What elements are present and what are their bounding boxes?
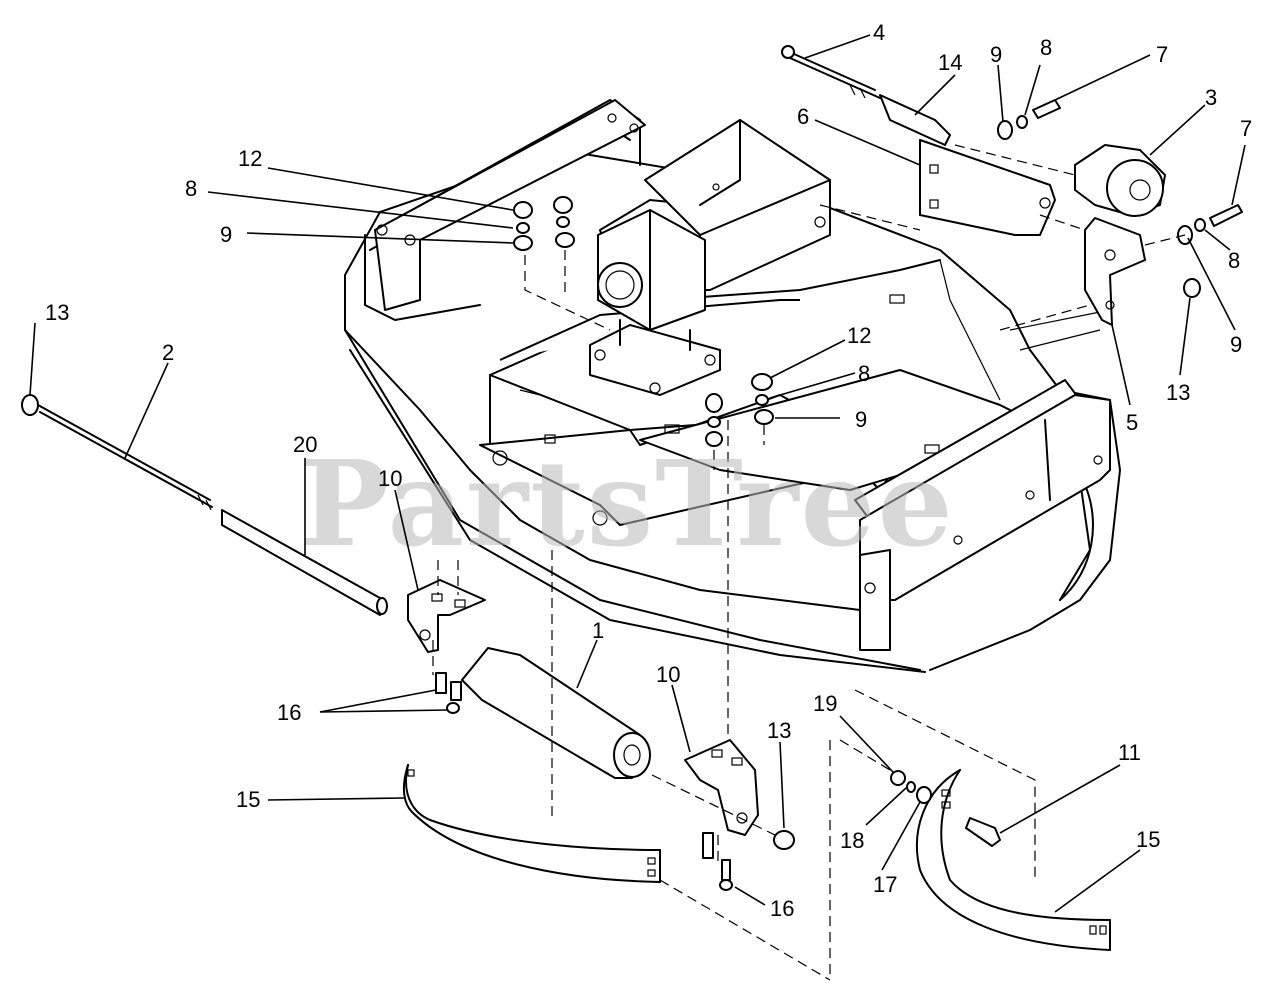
callout-16: 16	[770, 896, 794, 921]
callout-8: 8	[1228, 248, 1240, 273]
deck-hardware	[513, 196, 774, 470]
callout-13: 13	[767, 718, 791, 743]
callout-13: 13	[1166, 380, 1190, 405]
callout-6: 6	[797, 104, 809, 129]
callout-5: 5	[1126, 410, 1138, 435]
callout-15: 15	[1136, 827, 1160, 852]
callout-9: 9	[855, 407, 867, 432]
callout-8: 8	[185, 176, 197, 201]
callout-20: 20	[293, 432, 317, 457]
gearbox	[589, 119, 831, 396]
callout-1: 1	[592, 618, 604, 643]
callout-12: 12	[847, 323, 871, 348]
callout-7: 7	[1240, 116, 1252, 141]
callout-7: 7	[1156, 42, 1168, 67]
callout-4: 4	[873, 20, 885, 45]
front-roller-assembly	[407, 420, 795, 891]
callout-11: 11	[1118, 740, 1141, 765]
callout-9: 9	[990, 42, 1002, 67]
rear-rod-assembly	[21, 394, 388, 616]
callout-16: 16	[277, 700, 301, 725]
callout-10: 10	[656, 662, 680, 687]
rear-roller-assembly	[781, 45, 1243, 331]
callout-10: 10	[378, 466, 402, 491]
callout-8: 8	[858, 361, 870, 386]
callout-19: 19	[813, 691, 837, 716]
callout-3: 3	[1205, 85, 1217, 110]
leader-lines	[29, 34, 1246, 913]
callout-9: 9	[1230, 332, 1242, 357]
callout-15: 15	[236, 787, 260, 812]
strap-right	[839, 689, 1111, 951]
callout-14: 14	[938, 50, 962, 75]
callout-8: 8	[1040, 35, 1052, 60]
callout-9: 9	[220, 222, 232, 247]
callout-17: 17	[873, 872, 897, 897]
callout-18: 18	[840, 828, 864, 853]
front-bumper	[854, 379, 1111, 651]
callouts: 4 14 9 8 7 3 6 7 8 9 13 5 12 8 9 12 8 9 …	[45, 20, 1252, 921]
strap-left	[402, 740, 831, 981]
callout-12: 12	[238, 146, 262, 171]
callout-2: 2	[162, 340, 174, 365]
callout-13: 13	[45, 300, 69, 325]
